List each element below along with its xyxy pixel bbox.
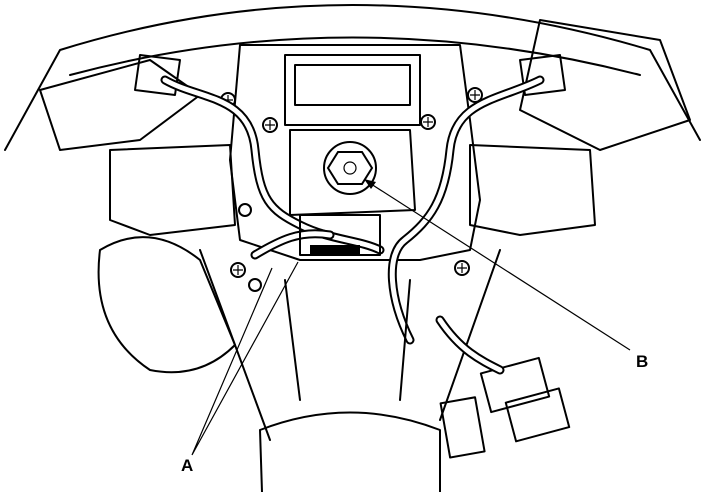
wheel-rim	[4, 4, 701, 151]
top-box	[284, 54, 421, 126]
steering-column	[284, 279, 411, 401]
harness-connector-3	[439, 396, 486, 459]
callout-b: B	[636, 352, 649, 371]
hub-housing	[229, 44, 481, 261]
bolt-head	[326, 151, 374, 185]
right-spoke	[519, 19, 691, 151]
harness-wire	[435, 315, 505, 375]
left-pad	[97, 236, 236, 374]
right-switch-module	[469, 144, 596, 236]
connector-slot	[310, 245, 360, 255]
top-box-inner	[294, 64, 411, 106]
wire-harness	[160, 75, 545, 345]
callout-a: A	[181, 456, 194, 475]
left-connector	[134, 54, 181, 96]
leader-line-b	[367, 181, 631, 351]
harness-connector-1	[479, 356, 551, 414]
lower-spokes	[199, 249, 501, 441]
harness-connector-2	[504, 387, 571, 443]
screws	[220, 87, 483, 292]
bolt-washer	[323, 141, 377, 195]
arrowhead-b	[364, 179, 376, 189]
left-spoke	[39, 59, 201, 151]
center-plate	[289, 129, 416, 216]
bolt-center	[343, 161, 357, 175]
left-switch-module	[109, 144, 236, 236]
column-shaft	[259, 411, 441, 492]
leader-line-a	[191, 261, 299, 456]
